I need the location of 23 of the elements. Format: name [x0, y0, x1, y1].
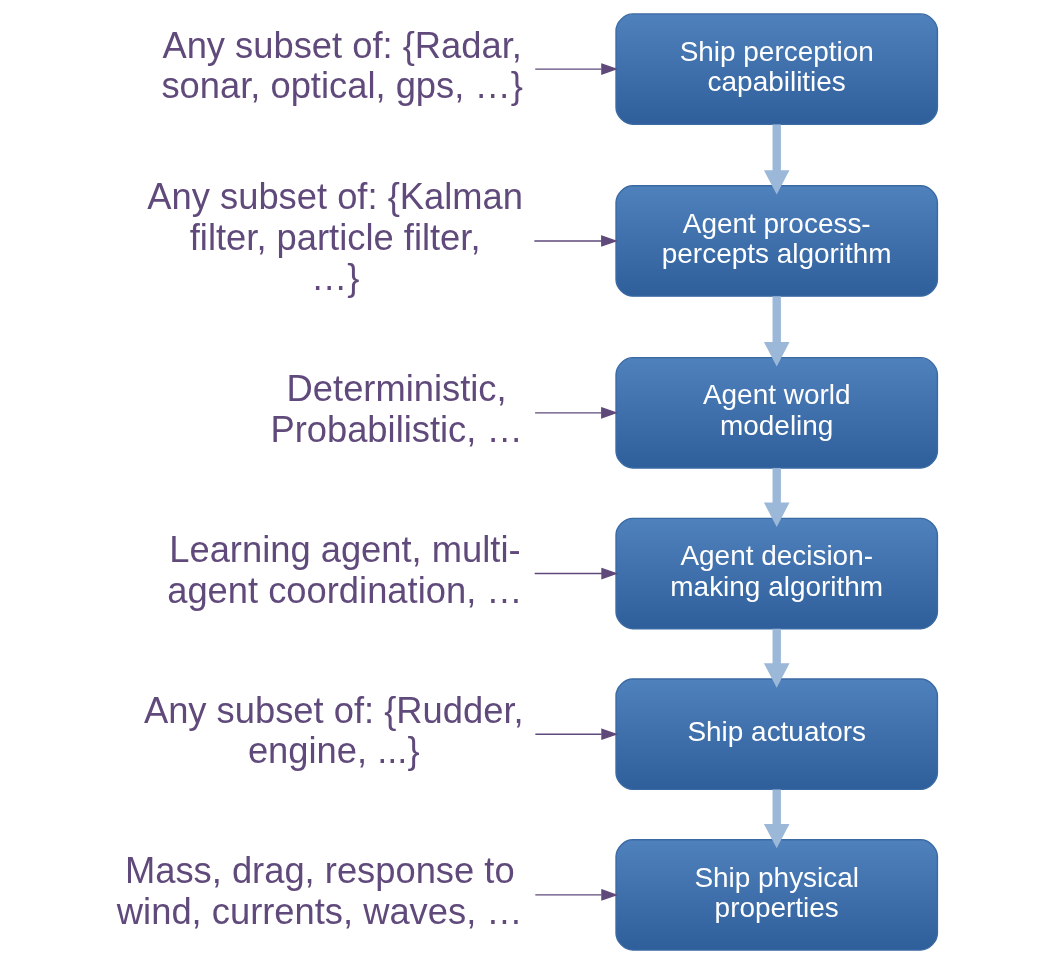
arrow — [534, 728, 619, 741]
arrow — [534, 889, 619, 901]
node-box: Agent decision-making algorithm — [615, 517, 939, 630]
node-text: Learning agent, multi-agent coordination, … — [167, 529, 523, 611]
arrow — [534, 406, 618, 419]
node-text: Mass, drag, response to wind, currents, waves, … — [116, 850, 523, 932]
arrow — [763, 628, 790, 688]
node-box: Agent world modeling — [615, 356, 939, 469]
node-box: Ship actuators — [615, 678, 939, 791]
node-text: Deterministic, Probabilistic, … — [270, 368, 523, 450]
arrow — [763, 468, 790, 527]
arrow — [533, 235, 618, 247]
arrow — [763, 789, 790, 849]
node-box: Agent process-percepts algorithm — [615, 185, 939, 297]
node-box: Ship physical properties — [615, 839, 939, 951]
node-text: Any subset of: {Radar, sonar, optical, gps, …} — [161, 24, 523, 107]
arrow — [763, 296, 790, 367]
node-text: Any subset of: {Kalman filter, particle filter, …} — [147, 176, 523, 299]
arrow — [763, 124, 790, 195]
arrow — [534, 63, 618, 75]
node-text: Any subset of: {Rudder, engine, ...} — [143, 689, 524, 772]
arrow — [533, 567, 619, 580]
node-box: Ship perception capabilities — [615, 13, 939, 125]
